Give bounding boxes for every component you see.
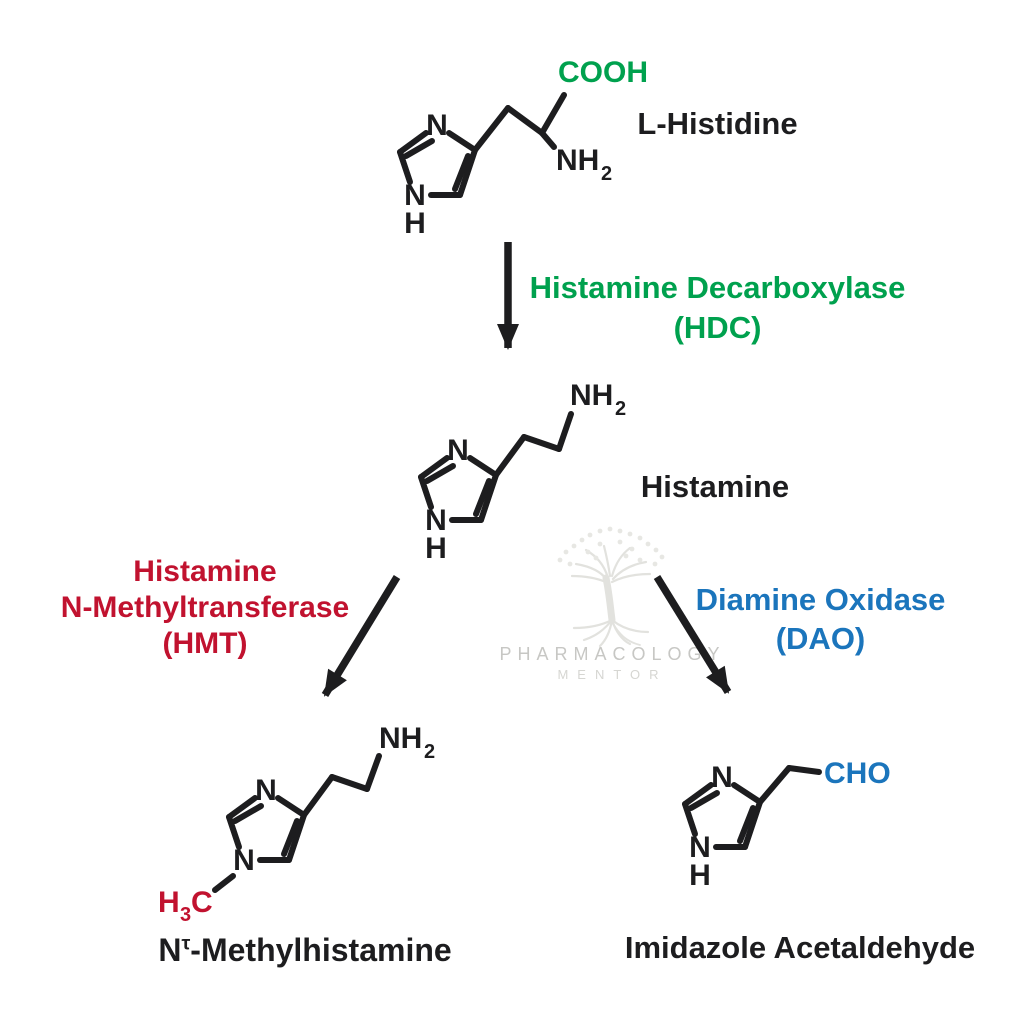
histamine-ring-n-top-label: N [447, 434, 469, 467]
dao-enzyme-label: Diamine Oxidase (DAO) [668, 580, 973, 658]
histidine-structure [397, 92, 567, 198]
methyl-h3c-h-label: H [158, 886, 180, 919]
histamine-ring-n-bottom-label: N [425, 504, 447, 537]
methylhistamine-structure [212, 753, 382, 893]
imidazole-ring-nh-h-label: H [689, 859, 711, 892]
methylhistamine-nh2-subscript: 2 [424, 741, 435, 763]
methyl-h3c-subscript: 3 [180, 904, 191, 926]
methylhistamine-name-prefix: N [158, 932, 182, 968]
methylhistamine-nh2-label: NH [379, 722, 422, 755]
hdc-enzyme-line2: (HDC) [673, 310, 762, 345]
histamine-ring-nh-h-label: H [425, 532, 447, 565]
histamine-nh2-label: NH [570, 379, 613, 412]
dao-arrow [653, 575, 732, 694]
hmt-enzyme-label: Histamine N-Methyltransferase (HMT) [45, 554, 365, 662]
histidine-cooh-label: COOH [558, 56, 648, 89]
hmt-arrow [321, 575, 401, 697]
imidazole-ring-n-top-label: N [711, 761, 733, 794]
histamine-structure [418, 411, 574, 523]
hmt-enzyme-line1: Histamine [133, 555, 277, 588]
methylhistamine-name-label: Nτ-Methylhistamine [135, 932, 475, 969]
histamine-nh2-subscript: 2 [615, 398, 626, 420]
methyl-h3c-c-label: C [191, 886, 213, 919]
imidazole-ring-n-bottom-label: N [689, 831, 711, 864]
histidine-nh2-label: NH [556, 144, 599, 177]
methylhistamine-ring-n-top-label: N [255, 774, 277, 807]
hmt-enzyme-line3: (HMT) [162, 627, 248, 660]
watermark-sub-text: MENTOR [557, 667, 668, 682]
histamine-name-label: Histamine [640, 469, 790, 504]
imidazole-acetaldehyde-name-label: Imidazole Acetaldehyde [624, 930, 976, 965]
methylhistamine-ring-n-bottom-label: N [233, 844, 255, 877]
methylhistamine-name-rest: -Methylhistamine [190, 932, 452, 968]
histidine-ring-n-top-label: N [426, 109, 448, 142]
histidine-nh2-subscript: 2 [601, 163, 612, 185]
dao-enzyme-line1: Diamine Oxidase [695, 582, 946, 617]
imidazole-acetaldehyde-structure [682, 765, 822, 850]
hmt-enzyme-line2: N-Methyltransferase [60, 591, 350, 624]
watermark-brand-text: PHARMACOLOGY [499, 644, 726, 664]
histidine-ring-n-bottom-label: N [404, 179, 426, 212]
hdc-enzyme-line1: Histamine Decarboxylase [529, 270, 906, 305]
dao-enzyme-line2: (DAO) [775, 621, 866, 656]
imidazole-cho-label: CHO [824, 757, 891, 790]
histidine-ring-nh-h-label: H [404, 207, 426, 240]
histidine-name-label: L-Histidine [637, 106, 798, 141]
hdc-enzyme-label: Histamine Decarboxylase (HDC) [520, 268, 915, 348]
methylhistamine-name-tau-superscript: τ [181, 932, 191, 955]
